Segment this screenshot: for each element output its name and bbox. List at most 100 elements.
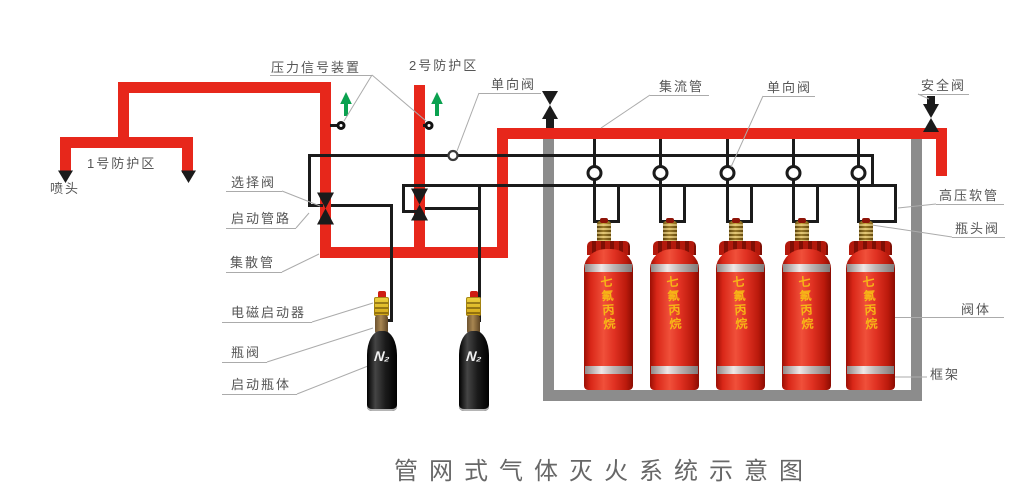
hose-right-1: [617, 184, 620, 223]
manifold-left-riser: [497, 128, 508, 258]
sel-valve2-loop-down: [402, 184, 405, 212]
label-safety-valve: 安全阀: [921, 78, 967, 93]
label-solenoid-actuator: 电磁启动器: [231, 305, 307, 320]
bottle-valve-icon: [374, 315, 388, 333]
bottle-valve-icon: [466, 315, 480, 333]
leader-line-pressure-signal-device: [371, 74, 427, 122]
leader-line-distribution-pipe: [281, 253, 320, 273]
cylinder-band-top: [716, 264, 764, 272]
sel-valve2-to-bottle: [425, 207, 481, 210]
bottle-red-cap: [377, 291, 386, 298]
cylinder-band-bottom: [716, 366, 764, 374]
nozzle-icon: [58, 170, 73, 183]
bottle-red-cap: [469, 291, 478, 298]
starter-bottle-1: N₂: [366, 291, 397, 411]
cylinder-head-valve-icon: [729, 218, 743, 246]
pressure-signal-device-icon: [339, 124, 343, 127]
flow-arrow-icon: [431, 92, 443, 116]
leader-line-hp-hose: [897, 203, 937, 209]
flow-arrow-icon: [340, 92, 352, 116]
label-bottle-valve: 瓶阀: [231, 345, 262, 360]
zone1-top-pipe: [118, 82, 331, 93]
leader-line-bottle-valve: [266, 327, 374, 363]
cylinder-band-bottom: [846, 366, 894, 374]
sel-valve1-loop-down: [308, 154, 311, 207]
bottle2-riser: [478, 184, 481, 322]
hose-right-2: [683, 184, 686, 223]
inline-check-valve-icon: [542, 91, 558, 105]
selection-valve-icon-2: [411, 204, 428, 221]
label-start-pipeline: 启动管路: [231, 211, 292, 226]
nozzle-icon: [181, 170, 196, 183]
label-zone-2: 2号防护区: [409, 58, 479, 73]
inline-check-valve-icon: [546, 117, 554, 128]
safety-valve-icon: [923, 118, 939, 132]
hose-right-3: [750, 184, 753, 223]
cylinder-head-valve-icon: [663, 218, 677, 246]
cylinder-head-valve-icon: [597, 218, 611, 246]
safety-valve-icon: [927, 96, 935, 105]
check-valve-icon: [850, 165, 867, 181]
check-valve-icon: [586, 165, 603, 181]
start-pipeline-main: [310, 154, 874, 157]
agent-cylinder-5: 七氟丙烷: [845, 218, 895, 390]
frame-right-post: [911, 138, 922, 401]
pressure-signal-device-icon: [330, 124, 339, 127]
bottle-body: [458, 331, 489, 411]
hose-right-5: [894, 184, 897, 223]
leader-line-starter-bottle: [296, 365, 369, 395]
diagram-title: 管网式气体灭火系统示意图: [394, 458, 814, 485]
inline-check-valve-icon: [542, 105, 558, 119]
bottle1-riser: [390, 204, 393, 322]
label-nozzle: 喷头: [50, 181, 81, 196]
solenoid-actuator-icon: [465, 297, 481, 316]
label-check-valve-cylinder: 单向阀: [767, 80, 813, 95]
check-valve-icon: [719, 165, 736, 181]
label-starter-bottle: 启动瓶体: [231, 377, 292, 392]
leader-line-check-valve-pilot: [456, 92, 480, 152]
label-valve-body: 阀体: [961, 302, 992, 317]
label-hp-hose: 高压软管: [939, 188, 1000, 203]
pressure-signal-device-icon: [427, 124, 431, 127]
distribution-pipe: [320, 247, 508, 258]
agent-cylinder-3: 七氟丙烷: [715, 218, 765, 390]
leader-line-pressure-signal-device: [343, 74, 373, 122]
leader-line-safety-valve: [917, 93, 930, 100]
leader-line-solenoid-actuator: [311, 302, 374, 323]
zone1-nozzle-drop-left: [60, 143, 71, 173]
agent-cylinder-1: 七氟丙烷: [583, 218, 633, 390]
check-valve-icon: [785, 165, 802, 181]
zone1-nozzle-drop-right: [182, 143, 193, 173]
sel-valve2-loop-in: [402, 210, 419, 213]
leader-line-collecting-manifold: [600, 94, 651, 129]
leader-line-selection-valve: [281, 190, 321, 207]
zone2-riser: [414, 85, 425, 258]
label-check-valve-pilot: 单向阀: [491, 77, 537, 92]
selection-valve-icon-2: [411, 188, 428, 205]
leader-line-start-pipeline: [295, 212, 310, 229]
label-frame: 框架: [930, 367, 961, 382]
cylinder-head-valve-icon: [859, 218, 873, 246]
cylinder-band-top: [650, 264, 698, 272]
agent-cylinder-2: 七氟丙烷: [649, 218, 699, 390]
safety-valve-icon: [923, 104, 939, 118]
label-bottle-head-valve: 瓶头阀: [955, 221, 1001, 236]
label-selection-valve: 选择阀: [231, 175, 277, 190]
cylinder-band-bottom: [782, 366, 830, 374]
cylinder-band-top: [846, 264, 894, 272]
pilot-header-line: [402, 184, 897, 187]
agent-cylinder-4: 七氟丙烷: [781, 218, 831, 390]
zone1-riser: [118, 88, 129, 143]
collecting-manifold-pipe: [497, 128, 947, 139]
label-pressure-signal-device: 压力信号装置: [271, 60, 362, 75]
solenoid-actuator-icon: [373, 297, 389, 316]
leader-line-bottle-head-valve: [871, 224, 953, 238]
zone1-main-riser: [320, 82, 331, 258]
starter-bottle-2: N₂: [458, 291, 489, 411]
start-pipeline-right-drop: [871, 154, 874, 187]
frame-left-post: [543, 133, 554, 401]
